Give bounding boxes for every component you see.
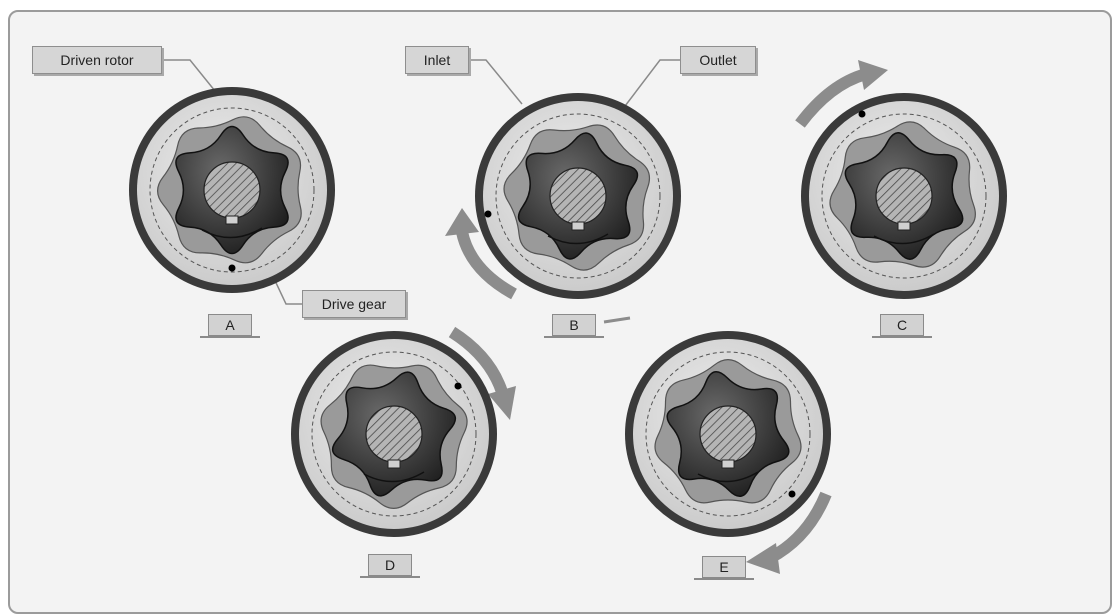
shaft-key [225,215,239,225]
port-outline [149,107,315,273]
seal-point-icon [858,110,866,118]
stage-base-a [200,336,260,338]
stage-label-b: B [552,314,596,336]
rotation-indicator [363,471,425,483]
pump-stage-b [475,93,681,299]
port-outline [311,351,477,517]
pumps-group [129,87,1007,537]
motion-dash [603,316,631,324]
pump-stage-c [801,93,1007,299]
stage-label-a: A [208,314,252,336]
stage-label-c: C [880,314,924,336]
shaft-key [721,459,735,469]
stage-base-b [544,336,604,338]
stage-label-d: D [368,554,412,576]
rotation-arrow-icon [445,208,517,300]
seal-point-icon [454,382,462,390]
shaft [699,405,757,463]
rotation-arrows [445,60,888,574]
shaft [549,167,607,225]
inlet-leader [470,59,523,105]
pump-stage-e [625,331,831,537]
port-outline [495,113,661,279]
pump-stage-d [291,331,497,537]
shaft [203,161,261,219]
rotation-indicator [697,471,759,483]
outlet-callout: Outlet [680,46,756,74]
shaft-key [387,459,401,469]
stage-base-d [360,576,420,578]
stage-base-e [694,578,754,580]
rotation-indicator [201,227,263,239]
shaft-key [571,221,585,231]
rotation-arrow-icon [795,60,888,128]
seal-point-icon [788,490,796,498]
pump-stage-a [129,87,335,293]
stage-base-c [872,336,932,338]
shaft-key [897,221,911,231]
inlet-callout: Inlet [405,46,469,74]
outlet-leader [621,59,682,111]
stage-label-e: E [702,556,746,578]
shaft [875,167,933,225]
drive-gear-callout: Drive gear [302,290,406,318]
rotation-indicator [873,233,935,245]
rotation-indicator [547,233,609,245]
driven-rotor-callout: Driven rotor [32,46,162,74]
port-outline [645,351,811,517]
seal-point-icon [228,264,236,272]
port-outline [821,113,987,279]
rotation-arrow-icon [448,326,516,420]
seal-point-icon [484,210,492,218]
shaft [365,405,423,463]
rotation-arrow-icon [746,491,832,574]
